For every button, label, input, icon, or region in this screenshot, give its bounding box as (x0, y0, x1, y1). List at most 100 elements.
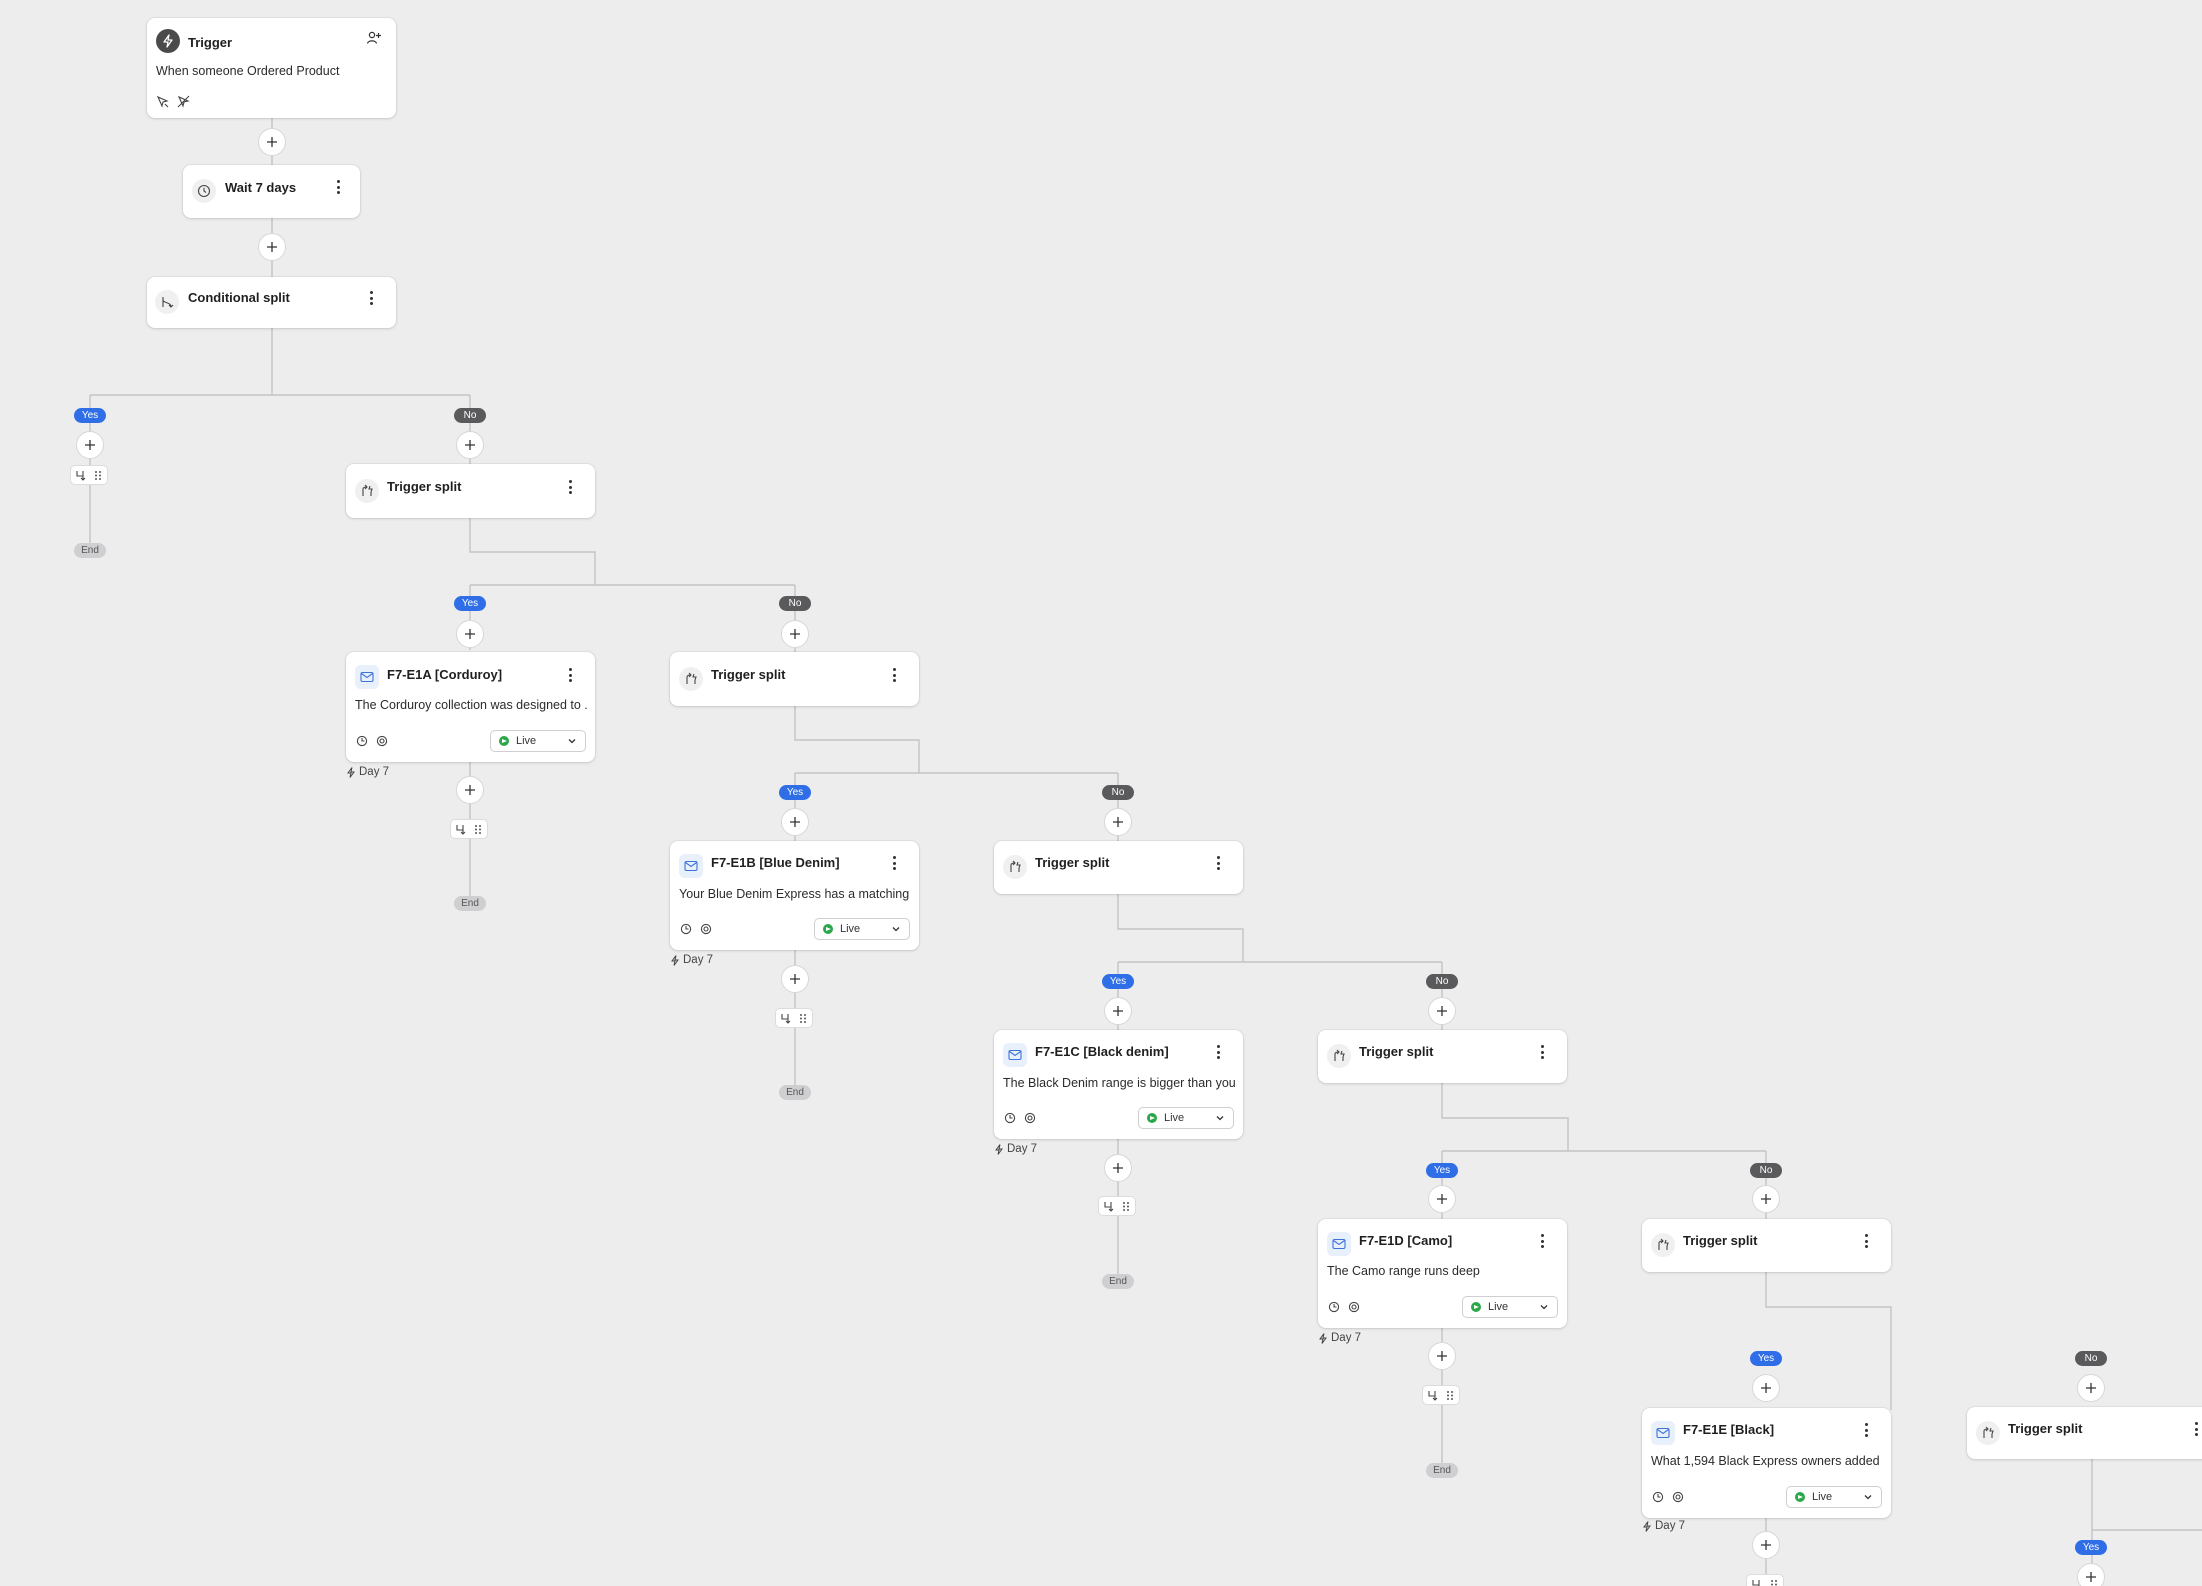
branch-icon[interactable] (1424, 1387, 1440, 1403)
no-badge: No (454, 408, 486, 423)
live-play-icon (1147, 1113, 1157, 1123)
trigger-split-card[interactable]: Trigger split (1642, 1219, 1891, 1272)
status-select[interactable]: Live (1786, 1486, 1882, 1508)
branch-icon[interactable] (72, 467, 88, 483)
clock-icon (192, 179, 216, 203)
yes-badge: Yes (1750, 1351, 1782, 1366)
email-card[interactable]: F7-E1D [Camo] The Camo range runs deep L… (1318, 1219, 1567, 1328)
add-step-button[interactable] (781, 620, 809, 648)
end-badge: End (1102, 1274, 1134, 1289)
add-step-button[interactable] (1752, 1374, 1780, 1402)
status-label: Live (1164, 1112, 1185, 1124)
kebab-icon[interactable] (563, 478, 577, 496)
add-step-button[interactable] (781, 965, 809, 993)
add-step-button[interactable] (1104, 997, 1132, 1025)
kebab-icon[interactable] (364, 289, 378, 307)
trigger-split-card[interactable]: Trigger split (994, 841, 1243, 894)
kebab-icon[interactable] (1859, 1421, 1873, 1439)
status-label: Live (1812, 1491, 1833, 1503)
trigger-split-icon (1003, 855, 1027, 879)
drag-handle-icon[interactable] (1442, 1387, 1458, 1403)
branch-icon[interactable] (1100, 1198, 1116, 1214)
kebab-icon[interactable] (563, 666, 577, 684)
day-label: Day 7 (670, 954, 713, 966)
add-step-button[interactable] (258, 128, 286, 156)
conditional-split-card[interactable]: Conditional split (147, 277, 396, 328)
email-card[interactable]: F7-E1B [Blue Denim] Your Blue Denim Expr… (670, 841, 919, 950)
kebab-icon[interactable] (1859, 1232, 1873, 1250)
email-card[interactable]: F7-E1C [Black denim] The Black Denim ran… (994, 1030, 1243, 1139)
conditional-split-title: Conditional split (188, 290, 290, 305)
kebab-icon[interactable] (1535, 1232, 1549, 1250)
day-label: Day 7 (346, 766, 389, 778)
kebab-icon[interactable] (331, 178, 345, 196)
add-step-button[interactable] (781, 808, 809, 836)
add-step-button[interactable] (1104, 808, 1132, 836)
kebab-icon[interactable] (887, 854, 901, 872)
trigger-split-card[interactable]: Trigger split (1318, 1030, 1567, 1083)
status-select[interactable]: Live (1462, 1296, 1558, 1318)
kebab-icon[interactable] (1211, 1043, 1225, 1061)
trigger-split-card[interactable]: Trigger split (1967, 1407, 2202, 1459)
branch-icon[interactable] (777, 1010, 793, 1026)
email-footer-icons (1004, 1111, 1036, 1129)
add-step-button[interactable] (1428, 997, 1456, 1025)
end-badge: End (779, 1085, 811, 1100)
live-play-icon (1471, 1302, 1481, 1312)
trigger-split-title: Trigger split (1035, 855, 1110, 870)
add-step-button[interactable] (1104, 1154, 1132, 1182)
add-person-icon[interactable] (366, 30, 382, 46)
add-step-button[interactable] (2077, 1374, 2105, 1402)
lightning-icon (347, 766, 355, 778)
status-select[interactable]: Live (1138, 1107, 1234, 1129)
day-text: Day 7 (683, 954, 714, 966)
drag-handle-icon[interactable] (90, 467, 106, 483)
email-footer-icons (356, 734, 388, 752)
branch-toolbar (1746, 1574, 1784, 1586)
email-card[interactable]: F7-E1E [Black] What 1,594 Black Express … (1642, 1408, 1891, 1518)
branch-icon[interactable] (452, 821, 468, 837)
wait-card[interactable]: Wait 7 days (183, 165, 360, 218)
trigger-split-card[interactable]: Trigger split (670, 652, 919, 706)
trigger-split-title: Trigger split (711, 667, 786, 682)
add-step-button[interactable] (456, 776, 484, 804)
no-badge: No (779, 596, 811, 611)
kebab-icon[interactable] (887, 666, 901, 684)
add-step-button[interactable] (1752, 1531, 1780, 1559)
add-step-button[interactable] (2077, 1563, 2105, 1586)
cursor-filter-icon (156, 95, 169, 113)
add-step-button[interactable] (456, 620, 484, 648)
trigger-card[interactable]: Trigger When someone Ordered Product (147, 18, 396, 118)
branch-icon[interactable] (1748, 1576, 1764, 1586)
add-step-button[interactable] (1428, 1185, 1456, 1213)
mail-icon (355, 665, 379, 689)
end-badge: End (1426, 1463, 1458, 1478)
add-step-button[interactable] (258, 233, 286, 261)
email-title: F7-E1D [Camo] (1359, 1233, 1453, 1248)
email-card[interactable]: F7-E1A [Corduroy] The Corduroy collectio… (346, 652, 595, 762)
add-step-button[interactable] (76, 431, 104, 459)
kebab-icon[interactable] (1211, 854, 1225, 872)
trigger-split-card[interactable]: Trigger split (346, 464, 595, 518)
drag-handle-icon[interactable] (1766, 1576, 1782, 1586)
drag-handle-icon[interactable] (470, 821, 486, 837)
smart-sending-icon (356, 734, 368, 752)
smart-sending-icon (1004, 1111, 1016, 1129)
chevron-down-icon (1864, 1495, 1872, 1500)
add-step-button[interactable] (1752, 1185, 1780, 1213)
branch-toolbar (450, 819, 488, 839)
mail-icon (1651, 1421, 1675, 1445)
tracking-icon (700, 922, 712, 940)
drag-handle-icon[interactable] (795, 1010, 811, 1026)
add-step-button[interactable] (456, 431, 484, 459)
status-select[interactable]: Live (490, 730, 586, 752)
add-step-button[interactable] (1428, 1342, 1456, 1370)
branch-toolbar (775, 1008, 813, 1028)
kebab-icon[interactable] (2189, 1420, 2202, 1438)
status-select[interactable]: Live (814, 918, 910, 940)
kebab-icon[interactable] (1535, 1043, 1549, 1061)
drag-handle-icon[interactable] (1118, 1198, 1134, 1214)
end-badge: End (74, 543, 106, 558)
